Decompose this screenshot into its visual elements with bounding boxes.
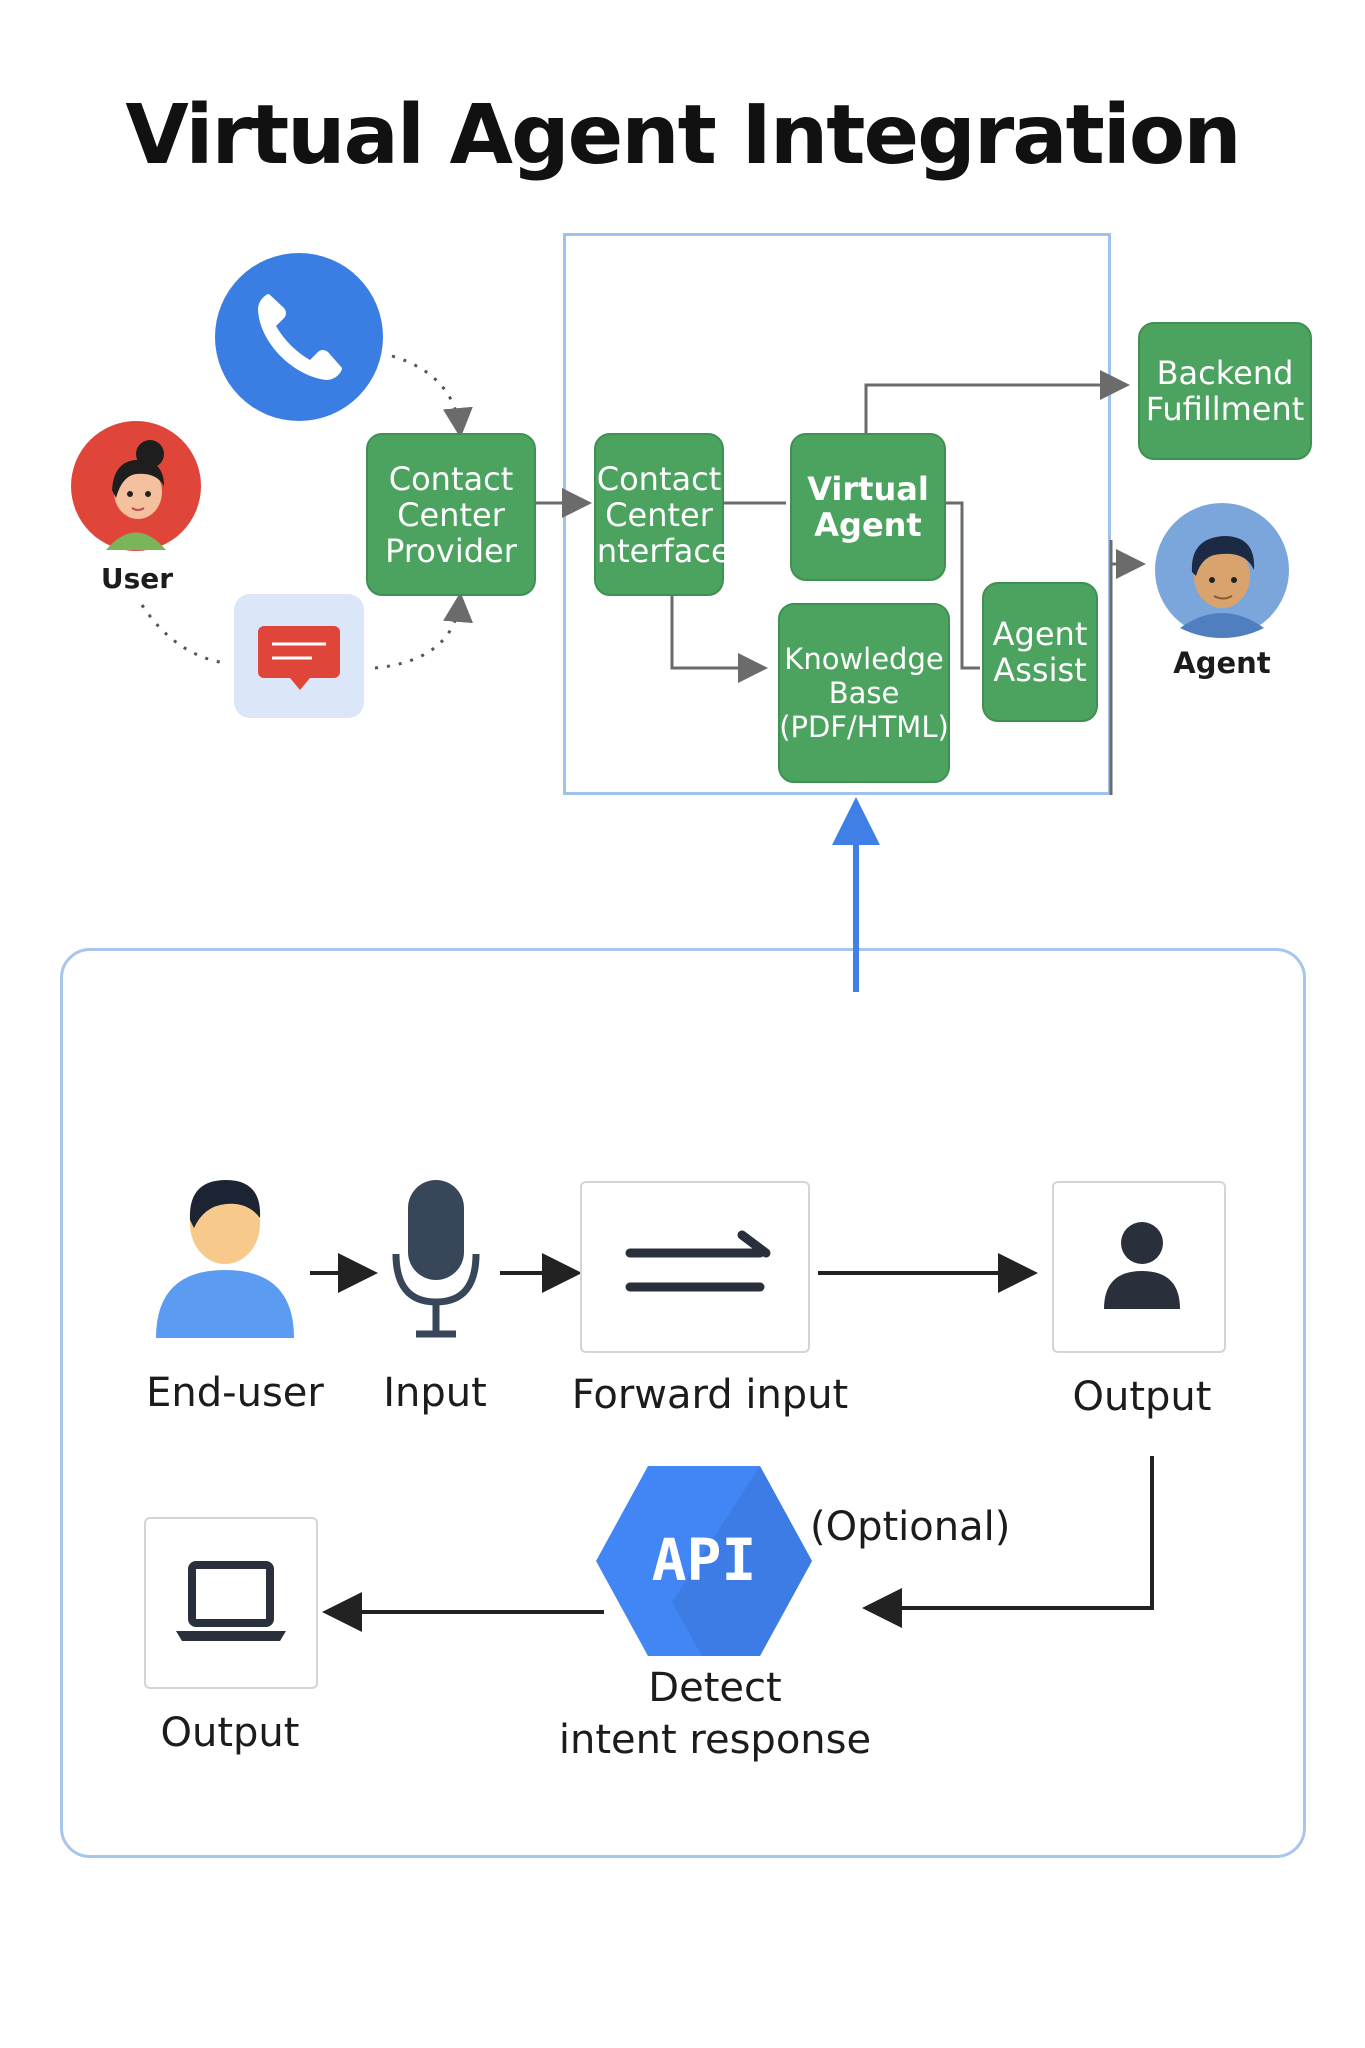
detect-intent-label: Detect intent response (558, 1665, 872, 1763)
output-person-card (1052, 1181, 1226, 1353)
forward-input-label: Forward input (571, 1372, 849, 1418)
phone-icon (215, 253, 383, 421)
knowledge-base-text: Knowledge Base (PDF/HTML) (779, 642, 949, 744)
output-laptop-card (144, 1517, 318, 1689)
user-avatar-icon (71, 421, 201, 551)
virtual-agent-text: Virtual Agent (807, 470, 929, 544)
api-badge-text: API (652, 1526, 757, 1594)
forward-arrows-icon (625, 1230, 771, 1292)
input-label: Input (383, 1370, 487, 1416)
contact-center-provider-text: Contact Center Provider (385, 459, 517, 570)
virtual-agent-box: Virtual Agent (790, 433, 946, 581)
output-top-label: Output (1072, 1374, 1212, 1420)
contact-center-interface-box: Contact Center Interface (587, 433, 731, 596)
optional-label: (Optional) (810, 1504, 1011, 1550)
agent-avatar-icon (1155, 503, 1289, 638)
api-hexagon-icon: API (596, 1466, 812, 1656)
person-icon (1104, 1222, 1180, 1309)
forward-input-card (580, 1181, 810, 1353)
agent-assist-box: Agent Assist (982, 582, 1098, 722)
end-user-icon (156, 1180, 294, 1338)
chat-tile (234, 594, 364, 718)
arrow-output-to-api (862, 1456, 1154, 1628)
backend-fulfillment-text: Backend Fufillment (1145, 354, 1305, 428)
user-label: User (100, 562, 174, 595)
agent-assist-text: Agent Assist (992, 615, 1088, 689)
contact-center-provider-box: Contact Center Provider (366, 433, 536, 596)
user-dotted-line (140, 604, 226, 665)
microphone-icon (392, 1180, 480, 1338)
chat-icon (258, 626, 340, 690)
laptop-icon (176, 1561, 286, 1641)
output-bottom-label: Output (160, 1710, 300, 1756)
end-user-label: End-user (146, 1370, 324, 1416)
chat-dotted-line (374, 592, 474, 670)
arrow-interface-to-kb (670, 595, 768, 683)
knowledge-base-box: Knowledge Base (PDF/HTML) (778, 603, 950, 783)
line-virtual-to-assist (944, 501, 980, 670)
detect-intent-frame (60, 948, 1306, 1858)
arrow-virtual-to-backend (864, 370, 1130, 433)
contact-center-interface-text: Contact Center Interface (587, 459, 731, 570)
agent-label: Agent (1173, 646, 1271, 680)
backend-fulfillment-box: Backend Fufillment (1138, 322, 1312, 460)
phone-dotted-line (391, 354, 473, 438)
page-title: Virtual Agent Integration (125, 88, 1241, 183)
